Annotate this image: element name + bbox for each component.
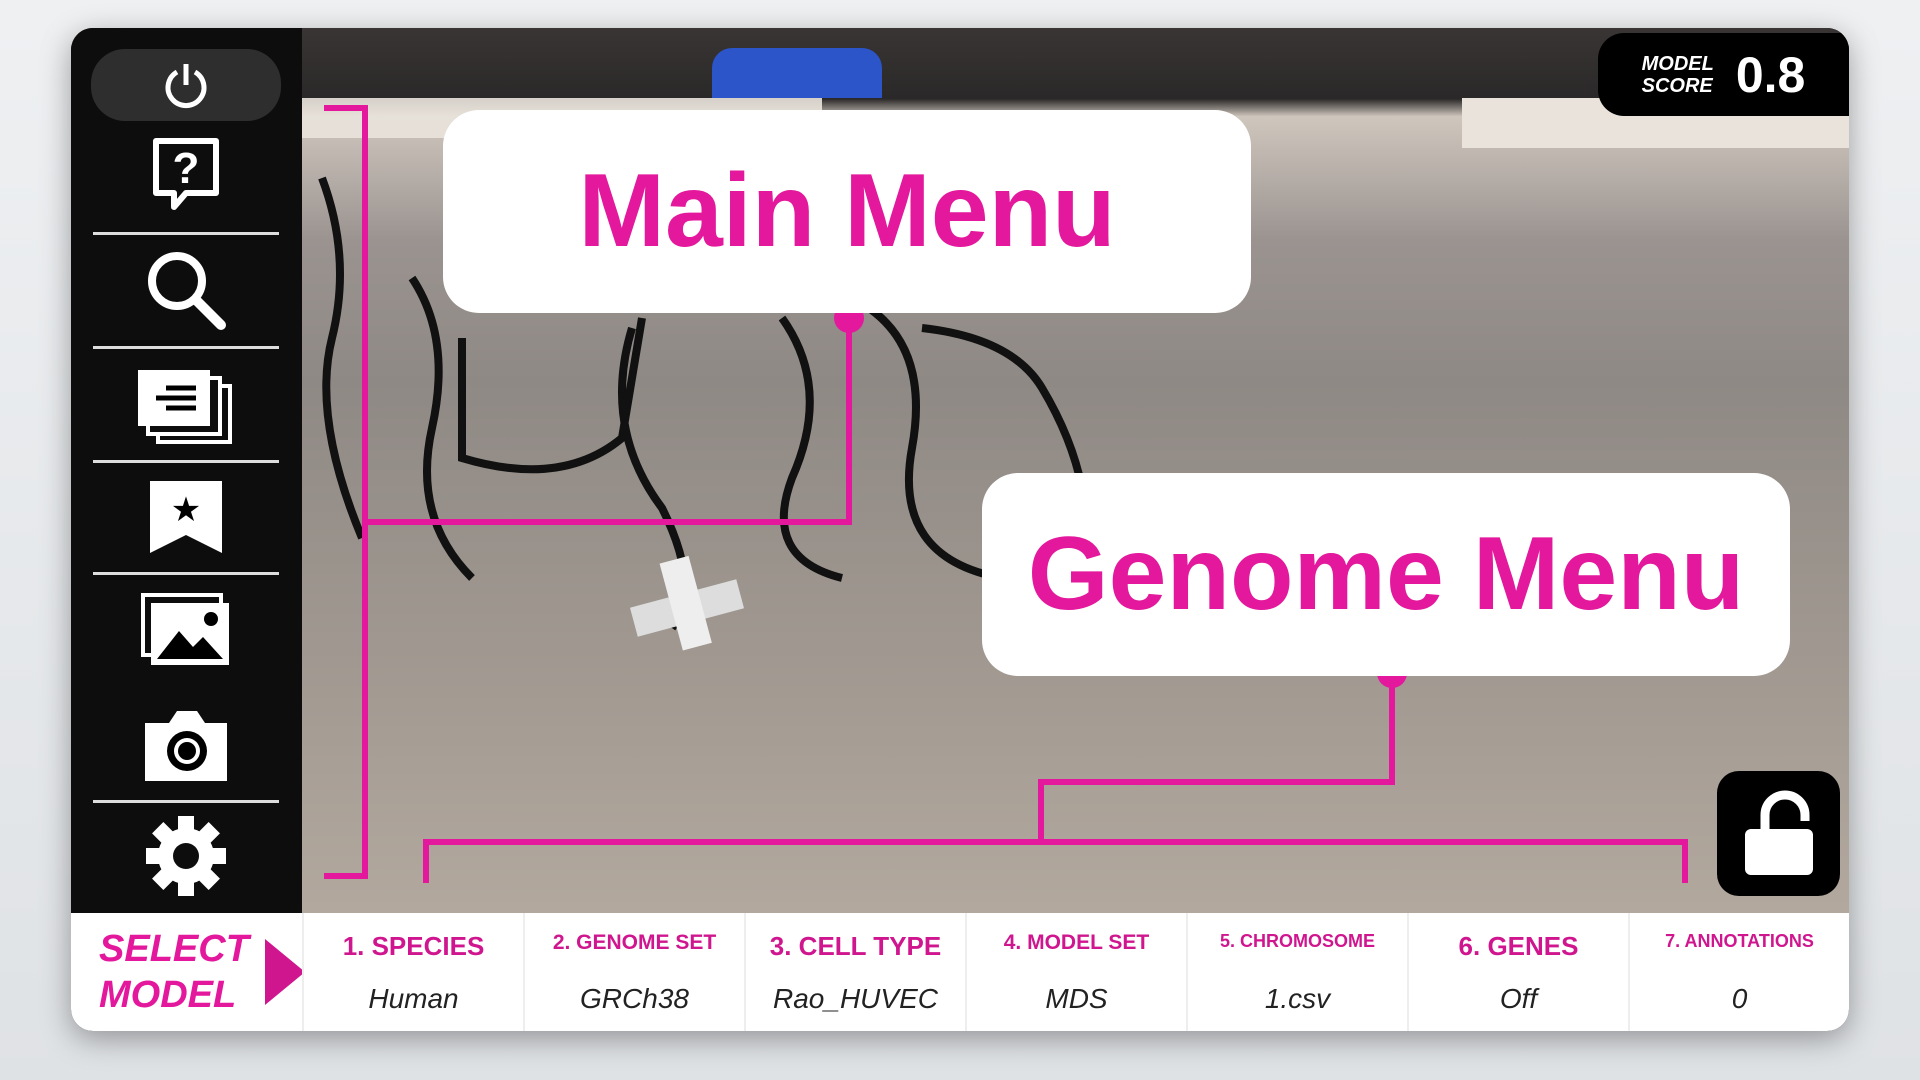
model-score-value: 0.8 [1735, 46, 1806, 103]
bookmarks-button[interactable]: ★ [91, 477, 281, 557]
search-button[interactable] [91, 250, 281, 330]
model-score-label: SCORE [1641, 74, 1713, 97]
annotation-line [1389, 673, 1395, 785]
step-model-set[interactable]: 4. MODEL SET MDS [965, 913, 1186, 1031]
help-icon: ? [153, 138, 219, 210]
settings-button[interactable] [91, 816, 281, 896]
annotation-bracket [423, 839, 429, 883]
step-label: 7. ANNOTATIONS [1665, 931, 1814, 951]
main-menu-sidebar: ? ★ [71, 28, 302, 913]
play-arrow-icon [264, 939, 302, 1005]
annotation-line [362, 519, 852, 525]
gallery-icon [141, 593, 229, 665]
annotation-bracket [362, 105, 368, 879]
step-value: 0 [1731, 983, 1748, 1014]
step-genes[interactable]: 6. GENES Off [1407, 913, 1628, 1031]
step-label: 5. CHROMOSOME [1219, 931, 1375, 951]
bookmark-star-icon: ★ [150, 481, 222, 553]
divider [93, 346, 279, 349]
step-value: Rao_HUVEC [773, 983, 938, 1014]
model-score-label: MODEL [1641, 52, 1714, 75]
step-label: 6. GENES [1458, 931, 1579, 961]
svg-text:★: ★ [171, 491, 201, 529]
camera-icon [145, 711, 227, 781]
step-value: GRCh38 [580, 983, 689, 1014]
annotation-bracket [1682, 839, 1688, 883]
step-label: 3. CELL TYPE [769, 931, 942, 961]
annotation-line [1038, 779, 1044, 845]
select-text: SELECT [99, 928, 249, 970]
power-button[interactable] [91, 49, 281, 121]
step-cell-type[interactable]: 3. CELL TYPE Rao_HUVEC [744, 913, 965, 1031]
gallery-button[interactable] [91, 591, 281, 671]
step-value: Human [368, 983, 459, 1014]
step-label: 1. SPECIES [342, 931, 485, 961]
camera-button[interactable] [91, 705, 281, 785]
gear-icon [146, 816, 226, 896]
step-value: MDS [1045, 983, 1108, 1014]
divider [93, 572, 279, 575]
step-value: Off [1499, 983, 1538, 1014]
annotation-bracket [423, 839, 1688, 845]
step-label: 2. GENOME SET [552, 931, 717, 954]
genome-model-3d [318, 176, 1086, 651]
annotation-bracket [324, 873, 368, 879]
divider [93, 232, 279, 235]
step-value: 1.csv [1264, 983, 1331, 1014]
layers-icon [138, 370, 232, 444]
divider [93, 800, 279, 803]
select-text: MODEL [99, 974, 237, 1016]
main-menu-callout: Main Menu [443, 110, 1251, 313]
lock-button[interactable] [1717, 771, 1840, 896]
step-chromosome[interactable]: 5. CHROMOSOME 1.csv [1186, 913, 1407, 1031]
search-icon [148, 252, 226, 330]
divider [93, 460, 279, 463]
step-label: 4. MODEL SET [1003, 931, 1150, 954]
help-button[interactable]: ? [91, 135, 281, 215]
power-icon [165, 64, 207, 109]
genome-menu-callout: Genome Menu [982, 473, 1790, 676]
step-species[interactable]: 1. SPECIES Human [302, 913, 523, 1031]
annotation-bracket [324, 105, 368, 111]
svg-text:?: ? [173, 144, 200, 193]
step-genome-set[interactable]: 2. GENOME SET GRCh38 [523, 913, 744, 1031]
annotation-line [846, 318, 852, 525]
step-annotations[interactable]: 7. ANNOTATIONS 0 [1628, 913, 1849, 1031]
layers-button[interactable] [91, 368, 281, 448]
chair [712, 48, 882, 98]
annotation-line [1038, 779, 1395, 785]
unlock-icon [1744, 790, 1813, 875]
